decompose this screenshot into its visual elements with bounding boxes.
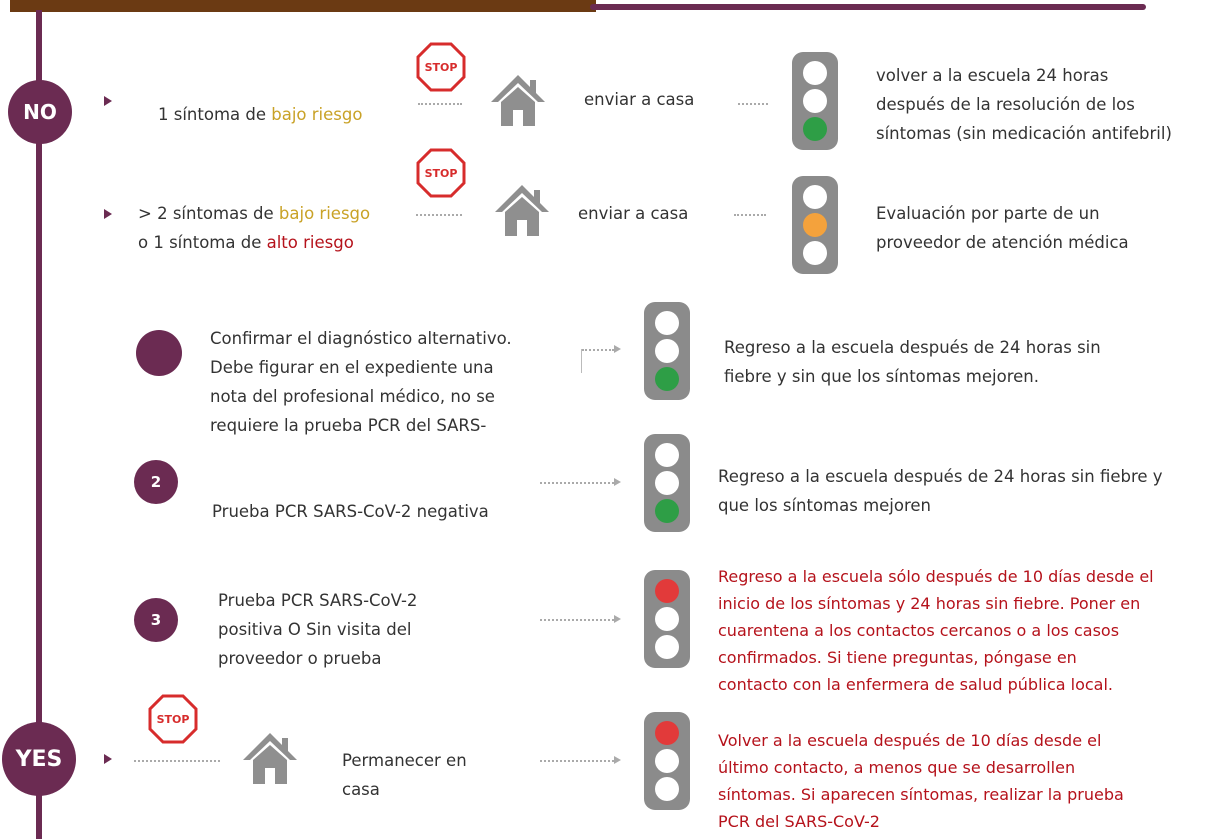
header-bar [10,0,596,12]
row1-low-risk: bajo riesgo [271,105,363,124]
step-2-text: Prueba PCR SARS-CoV-2 negativa [212,502,489,521]
house-icon [243,733,297,784]
traffic-light-icon [792,176,838,274]
svg-text:STOP: STOP [425,61,458,74]
step-1-text: Confirmar el diagnóstico alternativo. De… [210,329,512,435]
step-2-dots [540,482,614,484]
step-3-outcome: Regreso a la escuela sólo después de 10 … [718,567,1154,694]
yes-outcome: Volver a la escuela después de 10 días d… [718,731,1124,831]
yes-arrowhead [614,756,621,764]
step-3-arrowhead [614,615,621,623]
step-1-dots [582,349,614,351]
yes-dots-b [540,760,614,762]
traffic-light-icon [644,302,690,400]
yes-arrow [104,754,112,764]
step-3-circle: 3 [134,598,178,642]
traffic-light-icon [644,434,690,532]
row1-text: 1 síntoma de bajo riesgo [158,105,363,124]
svg-text:STOP: STOP [425,167,458,180]
step-2-outcome: Regreso a la escuela después de 24 horas… [718,467,1163,515]
step-2-circle: 2 [134,460,178,504]
yes-action: Permanecer en casa [342,751,467,799]
row1-outcome: volver a la escuela 24 horas después de … [876,66,1172,143]
svg-text:STOP: STOP [157,713,190,726]
row1-dots-b [738,103,768,105]
step-1-bracket [581,349,582,373]
stop-sign-icon: STOP [416,148,466,198]
row1-dots-a [418,103,462,105]
step-3-text: Prueba PCR SARS-CoV-2 positiva O Sin vis… [218,591,418,668]
row1-arrow [104,96,112,106]
yes-circle: YES [2,722,76,796]
row2-dots-a [416,214,462,216]
yes-dots-a [134,760,220,762]
traffic-light-icon [644,712,690,810]
row1-action: enviar a casa [584,90,695,109]
vertical-spine [36,10,42,839]
traffic-light-icon [644,570,690,668]
step-2-arrowhead [614,478,621,486]
yes-label: YES [15,746,63,772]
step-3-dots [540,619,614,621]
step-1-outcome: Regreso a la escuela después de 24 horas… [724,338,1101,386]
no-label: NO [23,100,57,124]
no-circle: NO [8,80,72,144]
row2-action: enviar a casa [578,204,689,223]
traffic-light-icon [792,52,838,150]
header-line [590,4,1146,10]
house-icon [495,185,549,236]
stop-sign-icon: STOP [416,42,466,92]
step-1-circle [136,330,182,376]
house-icon [491,75,545,126]
row2-outcome: Evaluación por parte de un proveedor de … [876,204,1129,252]
stop-sign-icon: STOP [148,694,198,744]
row2-dots-b [734,214,766,216]
row2-text: > 2 síntomas de bajo riesgo o 1 síntoma … [138,204,371,252]
step-1-arrowhead [614,345,621,353]
row2-arrow [104,209,112,219]
